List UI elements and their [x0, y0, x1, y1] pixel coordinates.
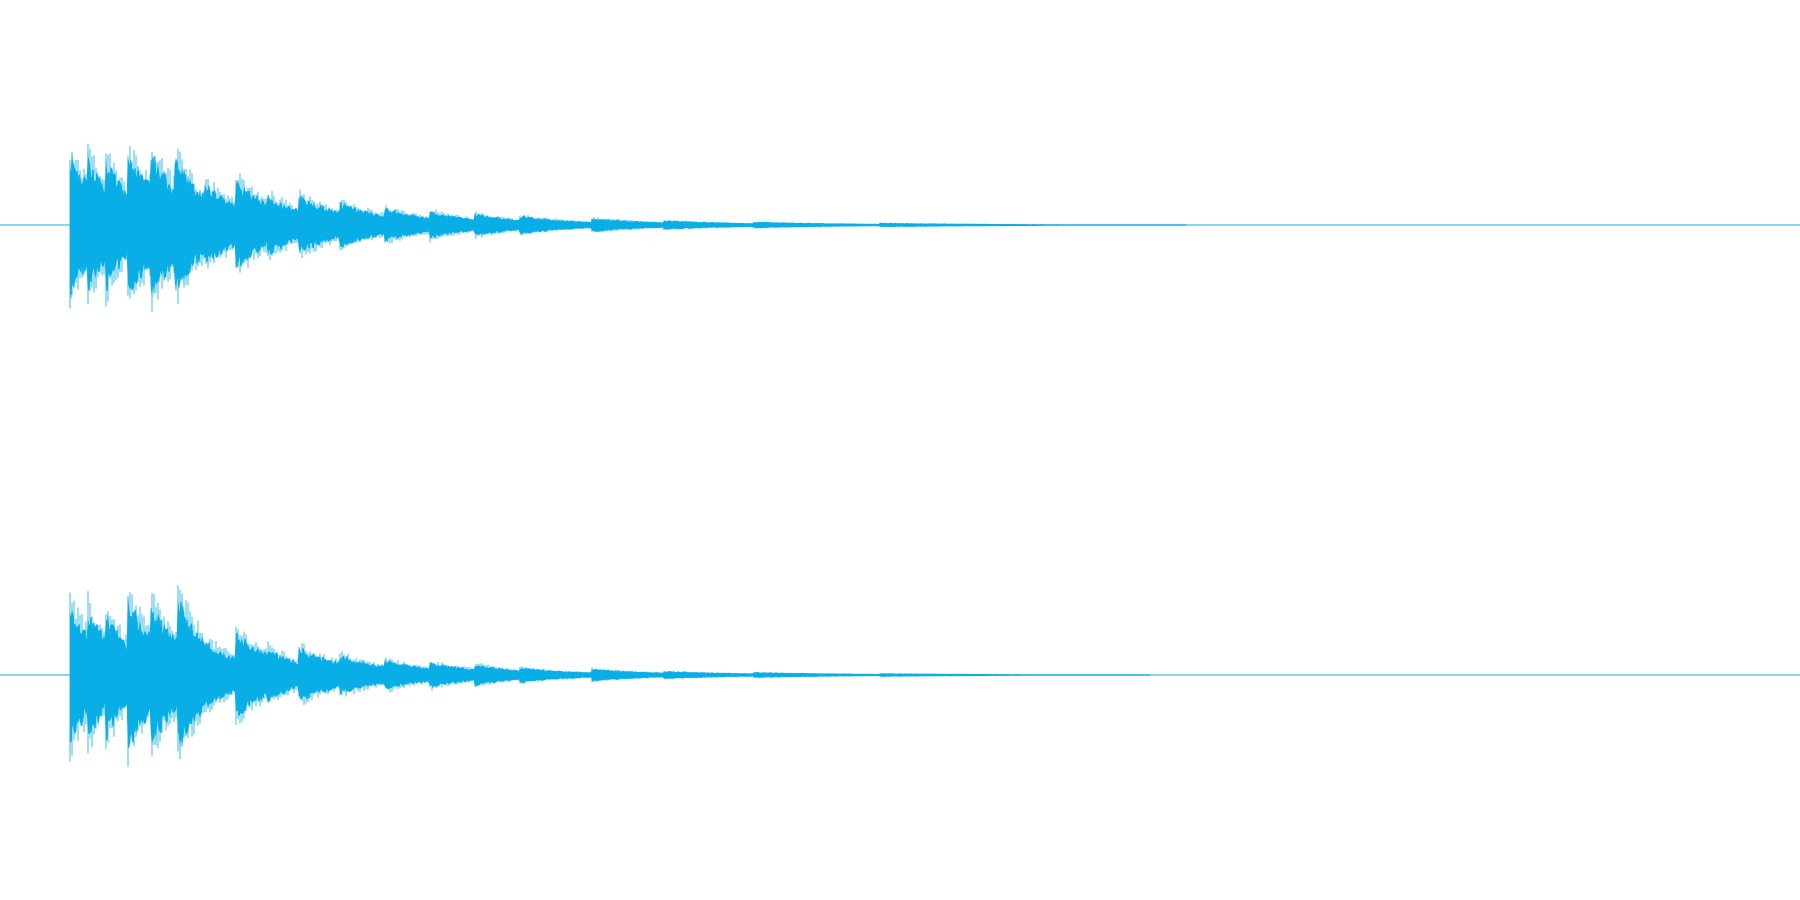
- waveform-channel-2-graphic: [0, 585, 1800, 767]
- waveform-channel-1-graphic: [0, 143, 1800, 312]
- waveform-channel-1: [0, 143, 1800, 312]
- waveform-channel-2: [0, 450, 1800, 900]
